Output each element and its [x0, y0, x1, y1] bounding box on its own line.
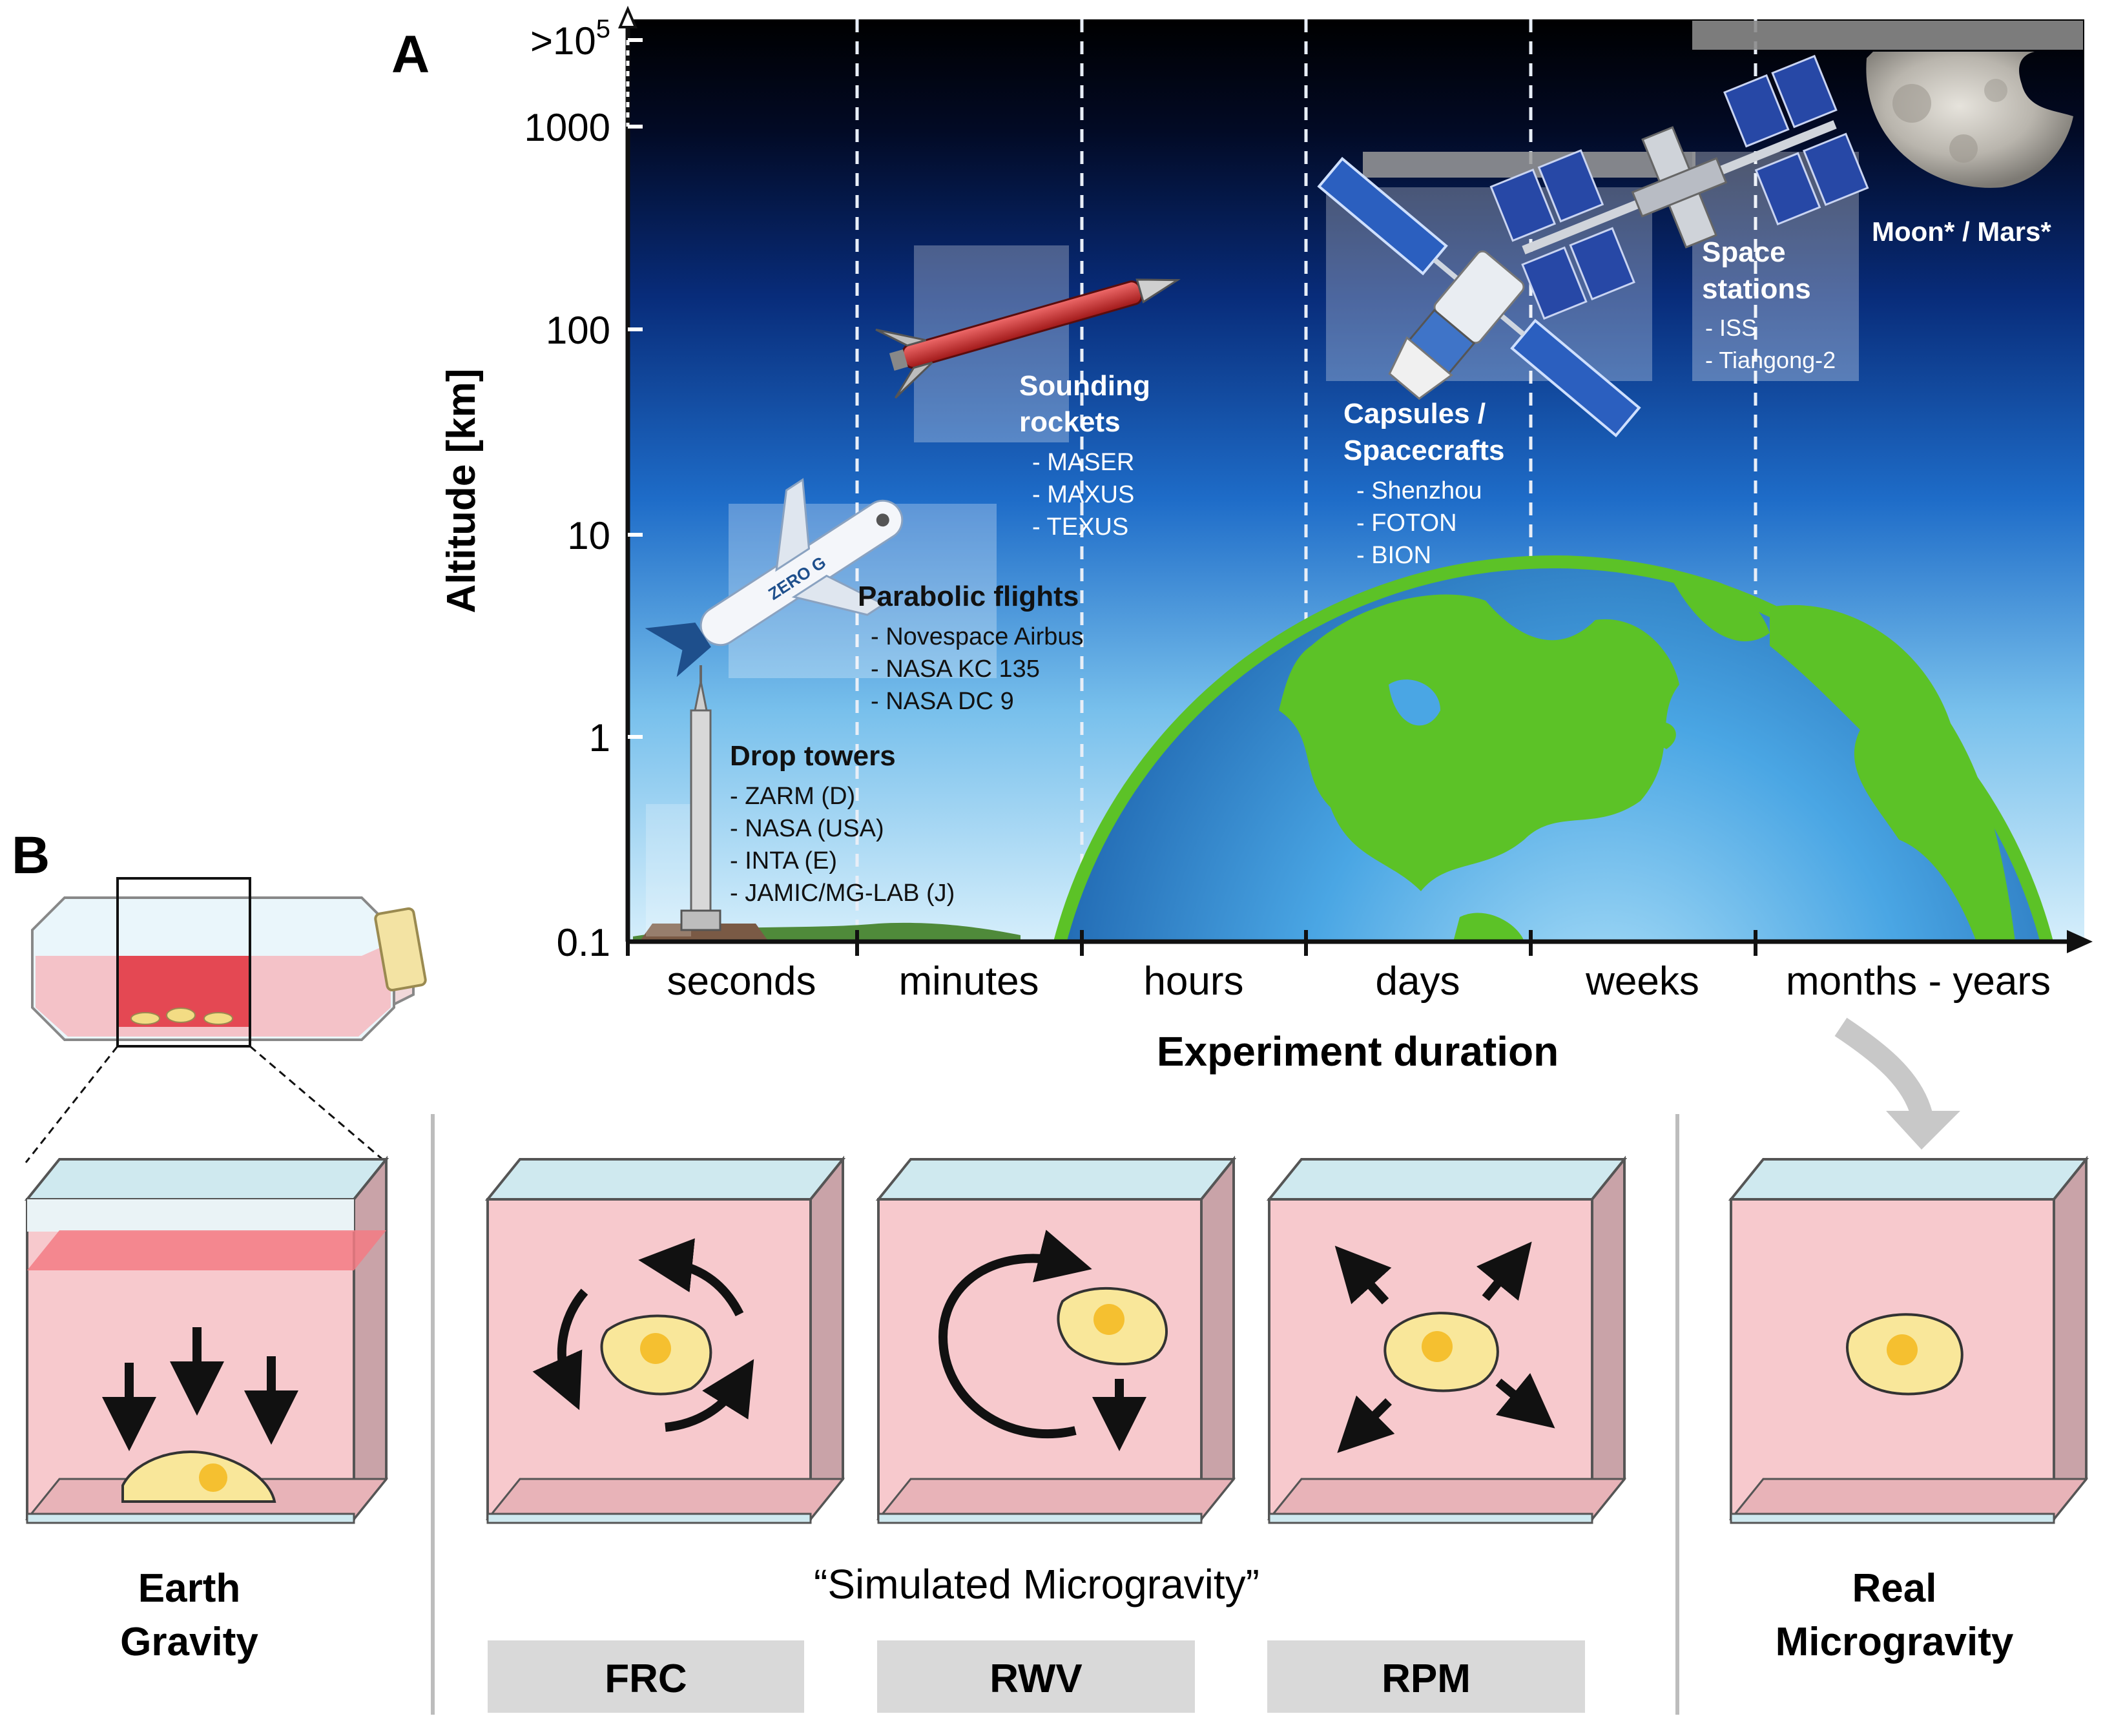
- frc-box: [484, 1155, 846, 1524]
- y-tick-1: 1: [589, 716, 610, 760]
- drop-towers-item-4: - JAMIC/MG-LAB (J): [730, 880, 955, 907]
- y-tick-5: >105: [530, 15, 610, 63]
- drop-towers-item-3: - INTA (E): [730, 847, 837, 874]
- x-tick-days: days: [1376, 959, 1460, 1004]
- space-stations-title-2: stations: [1702, 273, 1811, 305]
- earth-gravity-box: [24, 1155, 389, 1524]
- y-tick-0: 0.1: [557, 921, 610, 964]
- culture-flask-icon: [25, 877, 427, 1164]
- parabolic-flights-item-1: - Novespace Airbus: [871, 623, 1084, 650]
- capsules-title-2: Spacecrafts: [1343, 435, 1504, 466]
- x-tick-labels: seconds minutes hours days weeks months …: [667, 959, 2051, 1004]
- drop-towers-item-2: - NASA (USA): [730, 815, 884, 842]
- frc-label-box: [488, 1640, 804, 1713]
- drop-tower-base: [639, 924, 769, 942]
- y-tick-3: 100: [546, 309, 610, 352]
- sounding-rockets-title-1: Sounding: [1019, 370, 1150, 402]
- rpm-label: RPM: [1382, 1657, 1471, 1701]
- space-stations-title-1: Space: [1702, 236, 1786, 268]
- axes: [617, 5, 2093, 956]
- panel-b-label: B: [12, 826, 50, 885]
- parabolic-flights-title: Parabolic flights: [858, 581, 1079, 612]
- moon-icon: [1866, 52, 2073, 188]
- frc-label: FRC: [605, 1657, 687, 1701]
- rwv-label-box: [877, 1640, 1195, 1713]
- capsules-item-3: - BION: [1356, 542, 1431, 569]
- drop-towers-item-1: - ZARM (D): [730, 783, 855, 810]
- sounding-rockets-item-2: - MAXUS: [1032, 481, 1134, 508]
- x-axis-label: Experiment duration: [1157, 1028, 1559, 1075]
- x-tick-months-years: months - years: [1786, 959, 2051, 1004]
- real-microgravity-label-1: Real: [1852, 1566, 1937, 1611]
- simulated-microgravity-title: “Simulated Microgravity”: [814, 1561, 1259, 1607]
- real-microgravity-arrow-head: [1886, 1111, 1960, 1150]
- real-microgravity-arrow: [1834, 1017, 1933, 1118]
- x-tick-hours: hours: [1143, 959, 1243, 1004]
- panel-b: B: [12, 826, 2089, 1715]
- capsules-item-1: - Shenzhou: [1356, 477, 1482, 504]
- sounding-rocket-icon: [875, 278, 1181, 399]
- moon-mars-duration-bar: [1692, 21, 2083, 50]
- y-axis-label: Altitude [km]: [439, 369, 484, 614]
- real-microgravity-label-2: Microgravity: [1776, 1620, 2014, 1664]
- drop-towers-title: Drop towers: [730, 740, 896, 772]
- rpm-box: [1266, 1155, 1628, 1524]
- rwv-box: [875, 1155, 1237, 1524]
- x-tick-weeks: weeks: [1585, 959, 1699, 1004]
- sounding-rockets-item-1: - MASER: [1032, 449, 1134, 476]
- space-station-icon: [1489, 54, 1869, 320]
- real-microgravity-box: [1728, 1155, 2089, 1524]
- space-stations-item-1: - ISS: [1705, 315, 1757, 341]
- panel-a-label: A: [391, 25, 430, 84]
- earth-globe: [1053, 555, 2053, 942]
- capsules-title-1: Capsules /: [1343, 398, 1486, 429]
- space-stations-item-2: - Tiangong-2: [1705, 347, 1836, 373]
- earth-gravity-label-2: Gravity: [120, 1620, 258, 1664]
- sounding-rockets-item-3: - TEXUS: [1032, 513, 1128, 541]
- capsule-spacecraft-icon: [1317, 156, 1641, 438]
- y-tick-2: 10: [567, 514, 610, 557]
- drop-tower-icon: [680, 665, 721, 931]
- x-tick-minutes: minutes: [898, 959, 1039, 1004]
- panel-a: A: [391, 5, 2093, 1075]
- parabolic-flights-item-2: - NASA KC 135: [871, 656, 1040, 683]
- y-tick-4: 1000: [524, 106, 610, 149]
- parabolic-flights-item-3: - NASA DC 9: [871, 688, 1014, 715]
- moon-mars-title: Moon* / Mars*: [1872, 216, 2051, 247]
- earth-gravity-label-1: Earth: [138, 1566, 240, 1611]
- capsules-item-2: - FOTON: [1356, 510, 1457, 537]
- x-tick-seconds: seconds: [667, 959, 816, 1004]
- platform-labels: Drop towers - ZARM (D) - NASA (USA) - IN…: [730, 216, 2051, 907]
- rwv-label: RWV: [990, 1657, 1083, 1701]
- sounding-rockets-title-2: rockets: [1019, 406, 1121, 438]
- rpm-label-box: [1267, 1640, 1585, 1713]
- y-tick-labels: 0.1 1 10 100 1000 >105: [524, 15, 610, 964]
